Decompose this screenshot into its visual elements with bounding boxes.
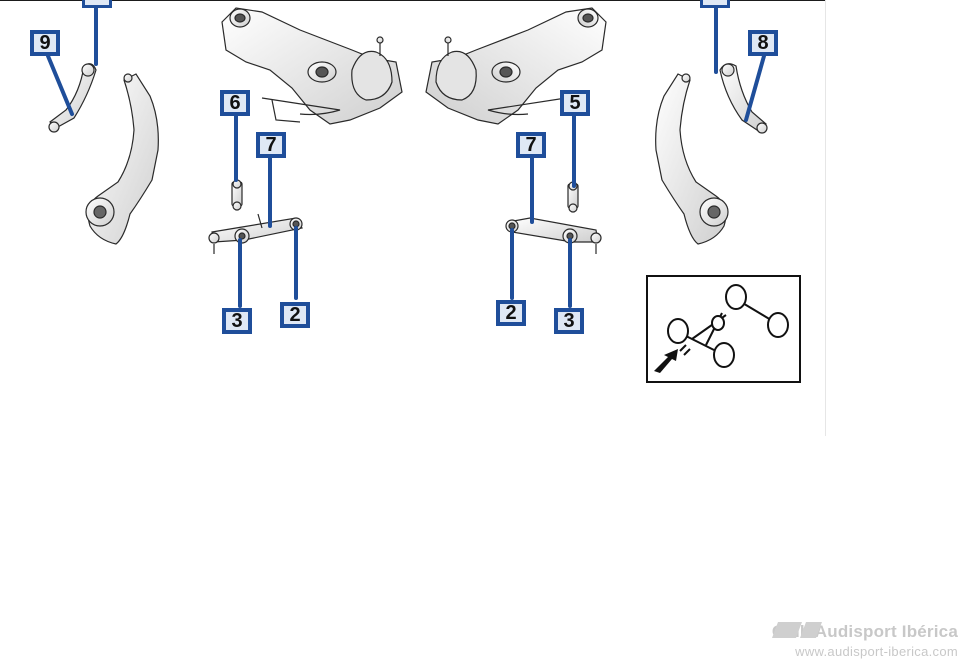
callout-top-left-cut — [82, 0, 112, 8]
callout-9: 9 — [30, 30, 60, 56]
callout-3-right: 3 — [554, 308, 584, 334]
right-upper-control-arm — [719, 63, 768, 134]
right-subframe — [425, 7, 607, 125]
left-subframe — [221, 7, 403, 125]
left-lower-arm-assembly — [208, 213, 303, 254]
right-coupling-rod — [567, 181, 579, 213]
callout-8: 8 — [748, 30, 778, 56]
left-coupling-rod — [231, 179, 243, 211]
callout-6: 6 — [220, 90, 250, 116]
club-logo-icon — [771, 622, 822, 638]
callout-top-right-cut — [700, 0, 730, 8]
callout-2-right: 2 — [496, 300, 526, 326]
frame-right-border — [825, 0, 826, 436]
watermark: Club Audisport Ibérica www.audisport-ibe… — [771, 622, 958, 659]
direction-of-travel-icon — [654, 344, 691, 373]
callout-7-right: 7 — [516, 132, 546, 158]
left-steering-knuckle — [85, 73, 159, 245]
leader-9 — [46, 54, 74, 116]
right-lower-arm-assembly — [505, 217, 602, 254]
callout-2-left: 2 — [280, 302, 310, 328]
vehicle-axle-schematic-icon — [654, 284, 789, 373]
callout-7-left: 7 — [256, 132, 286, 158]
callout-5: 5 — [560, 90, 590, 116]
axle-schematic-inset — [646, 275, 801, 383]
left-upper-control-arm — [48, 63, 97, 133]
right-steering-knuckle — [655, 73, 729, 245]
leader-lines — [46, 0, 766, 308]
callout-3-left: 3 — [222, 308, 252, 334]
watermark-url: www.audisport-iberica.com — [795, 644, 958, 659]
watermark-title-row: Club Audisport Ibérica — [771, 622, 958, 642]
leader-8 — [744, 54, 766, 122]
frame-top-border — [0, 0, 826, 1]
